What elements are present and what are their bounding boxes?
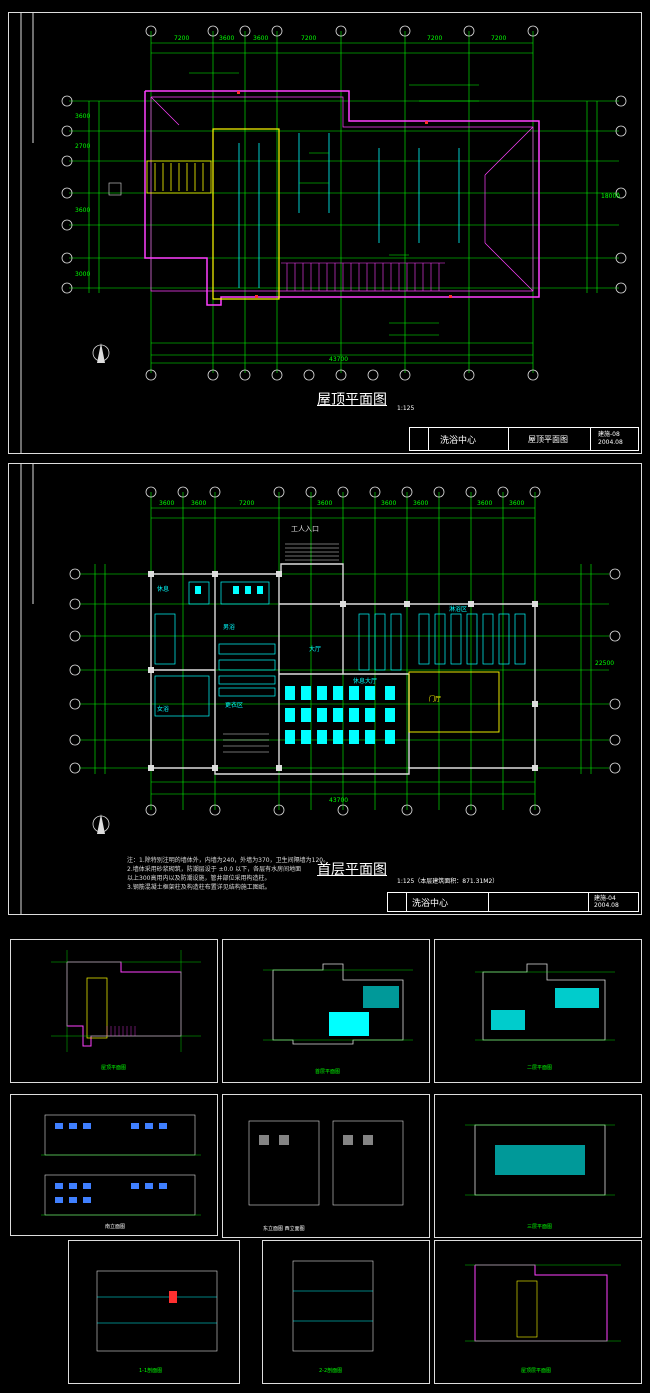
note-line: 2.墙体采用砂浆砌筑，防潮层设于 ±0.0 以下，各层有水房间地面 xyxy=(127,866,302,873)
dim-left-2: 2700 xyxy=(75,143,91,150)
thumbnail-second-floor[interactable]: 二层平面图 xyxy=(434,939,642,1083)
dim-top-6: 7200 xyxy=(491,35,507,42)
ground-floor-plan-sheet: 工人入口 3600 3600 7200 3600 3600 3600 3600 … xyxy=(8,463,642,915)
thumbnail-caption: 屋顶层平面图 xyxy=(521,1368,552,1374)
room-label-male-bath: 男浴 xyxy=(223,624,236,631)
note-line: 以上300高用内以及防潮设施，管井部位采用构造柱。 xyxy=(127,875,271,882)
room-label-lobby: 门厅 xyxy=(429,696,442,703)
room-label-changing: 更衣区 xyxy=(225,702,244,709)
dim-top-4: 7200 xyxy=(301,35,317,42)
title-block: 洗浴中心 建施-04 2004.08 xyxy=(387,892,639,912)
thumbnail-caption: 2-2剖面图 xyxy=(319,1368,343,1374)
dim-left-1: 3600 xyxy=(75,113,91,120)
thumbnail-caption: 南立面图 xyxy=(105,1224,126,1230)
thumbnail-caption: 首层平面图 xyxy=(315,1069,341,1075)
thumbnail-east-west-elevation[interactable]: 东立面图 西立面图 xyxy=(222,1094,430,1238)
thumbnail-ground-floor[interactable]: 首层平面图 xyxy=(222,939,430,1083)
dim-total-width: 43700 xyxy=(329,797,349,804)
dim-top-2: 3600 xyxy=(219,35,235,42)
title-block-date: 2004.08 xyxy=(598,439,623,446)
room-label-shower: 淋浴区 xyxy=(449,606,468,613)
dim-total-height: 18000 xyxy=(601,193,621,200)
title-block-sheet-no: 建施-08 xyxy=(598,431,620,438)
dim-top-8: 3600 xyxy=(509,500,525,507)
thumbnail-roof-level-plan[interactable]: 屋顶层平面图 xyxy=(434,1240,642,1384)
title-block-date: 2004.08 xyxy=(594,902,619,909)
drawing-scale: 1:125 xyxy=(397,405,415,412)
room-label-hall: 大厅 xyxy=(309,646,322,653)
dim-total-width: 43700 xyxy=(329,356,349,363)
dim-top-5: 3600 xyxy=(381,500,397,507)
dim-top-3: 7200 xyxy=(239,500,255,507)
thumbnail-section-1[interactable]: 1-1剖面图 xyxy=(68,1240,240,1384)
drawing-title: 屋顶平面图 xyxy=(317,392,387,408)
dim-left-4: 3000 xyxy=(75,271,91,278)
entrance-label: 工人入口 xyxy=(291,525,319,533)
thumbnail-roof-plan[interactable]: 屋顶平面图 xyxy=(10,939,218,1083)
thumbnail-caption: 三层平面图 xyxy=(527,1224,553,1230)
roof-plan-sheet: 7200 3600 3600 7200 7200 7200 43700 1800… xyxy=(8,12,642,454)
dim-left-3: 3600 xyxy=(75,207,91,214)
room-label-female-bath: 女浴 xyxy=(157,706,170,713)
title-block-project: 洗浴中心 xyxy=(412,899,449,909)
thumbnail-caption: 1-1剖面图 xyxy=(139,1368,163,1374)
dim-top-6: 3600 xyxy=(413,500,429,507)
thumbnail-third-floor[interactable]: 三层平面图 xyxy=(434,1094,642,1238)
thumbnail-caption: 二层平面图 xyxy=(527,1065,553,1071)
thumbnail-section-2[interactable]: 2-2剖面图 xyxy=(262,1240,430,1384)
dim-top-1: 7200 xyxy=(174,35,190,42)
title-block-project: 洗浴中心 xyxy=(440,436,477,446)
dim-top-7: 3600 xyxy=(477,500,493,507)
note-line: 3.钢筋混凝土框架柱及构造柱布置详见结构施工图纸。 xyxy=(127,884,271,891)
room-label-lounge: 休息大厅 xyxy=(353,678,378,685)
north-arrow-icon xyxy=(92,814,110,834)
ground-floor-drawing xyxy=(20,464,621,914)
room-label-rest: 休息 xyxy=(157,586,170,593)
thumbnail-caption: 屋顶平面图 xyxy=(101,1065,127,1071)
title-block-sheet-no: 建施-04 xyxy=(594,895,616,902)
dim-top-2: 3600 xyxy=(191,500,207,507)
north-arrow-icon xyxy=(92,343,110,363)
thumbnail-south-elevation[interactable]: 南立面图 xyxy=(10,1094,218,1236)
dim-top-1: 3600 xyxy=(159,500,175,507)
roof-plan-drawing xyxy=(20,13,627,453)
title-block-name: 屋顶平面图 xyxy=(528,435,568,444)
drawing-scale: 1:125（本层建筑面积：871.31M2） xyxy=(397,878,499,885)
dim-top-3: 3600 xyxy=(253,35,269,42)
title-block: 洗浴中心 屋顶平面图 建施-08 2004.08 xyxy=(409,427,639,451)
thumbnail-caption: 东立面图 西立面图 xyxy=(263,1226,305,1232)
dim-top-5: 7200 xyxy=(427,35,443,42)
drawing-title: 首层平面图 xyxy=(317,862,387,878)
dim-top-4: 3600 xyxy=(317,500,333,507)
note-line: 注：1.除特别注明的墙体外，内墙为240，外墙为370，卫生间隔墙为120。 xyxy=(127,857,330,864)
dim-total-height: 22500 xyxy=(595,660,615,667)
design-notes: 注：1.除特别注明的墙体外，内墙为240，外墙为370，卫生间隔墙为120。 2… xyxy=(127,856,407,892)
